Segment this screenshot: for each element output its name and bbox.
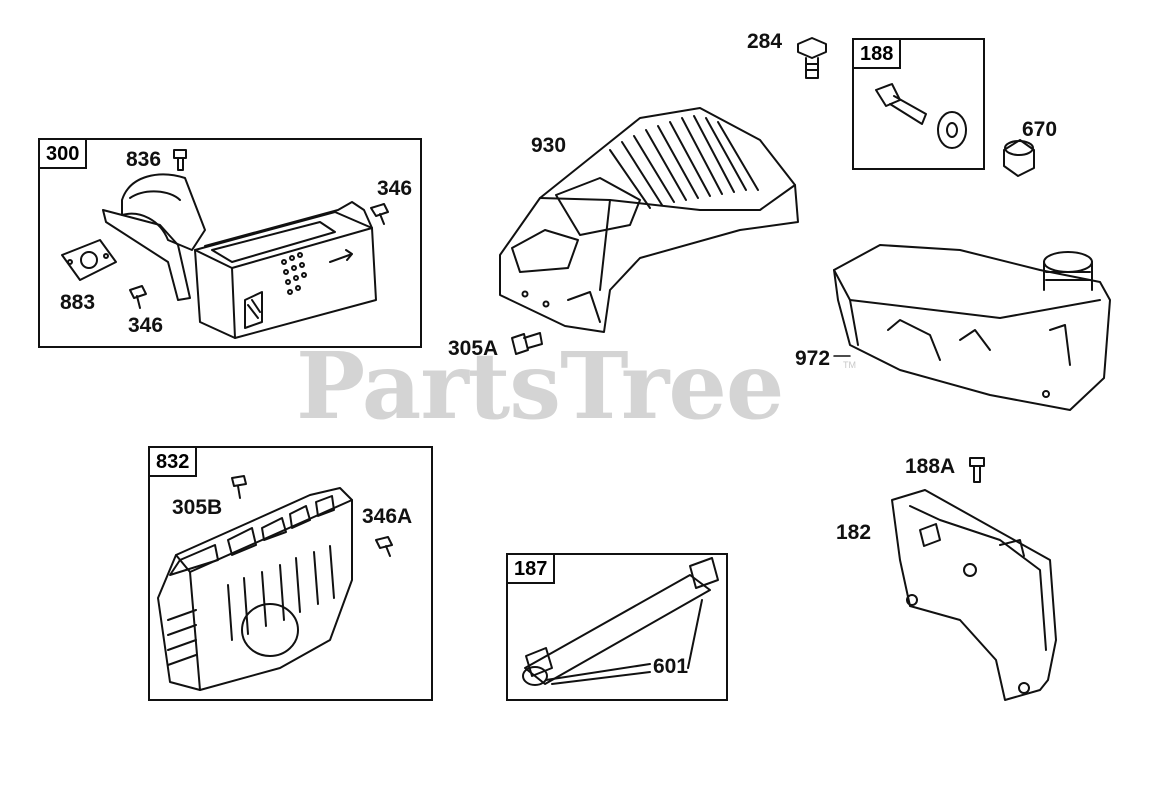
group-box-188: 188 [852, 38, 985, 170]
group-box-187: 187 [506, 553, 728, 701]
muffler-assembly-icon[interactable] [102, 173, 377, 339]
hose-clamp-icon[interactable] [525, 557, 719, 677]
part-label-836[interactable]: 836 [126, 148, 162, 171]
part-label-182[interactable]: 182 [836, 521, 872, 544]
tank-bracket-icon[interactable] [891, 489, 1057, 701]
group-box-300: 300 [38, 138, 422, 348]
muffler-guard-icon[interactable] [157, 487, 353, 691]
watermark: PartsTree [296, 332, 784, 440]
part-label-284[interactable]: 284 [747, 30, 783, 53]
shoulder-bolt-icon[interactable] [875, 83, 927, 125]
washer-icon[interactable] [937, 111, 967, 149]
part-label-930[interactable]: 930 [531, 134, 567, 157]
spacer-icon[interactable] [1003, 139, 1035, 177]
part-label-188A[interactable]: 188A [905, 455, 956, 478]
group-id-188[interactable]: 188 [854, 40, 902, 69]
part-label-346A[interactable]: 346A [362, 505, 413, 528]
part-label-305B[interactable]: 305B [172, 496, 223, 519]
group-box-832: 832 [148, 446, 433, 701]
part-label-972[interactable]: 972 [795, 347, 831, 370]
group-id-300[interactable]: 300 [40, 140, 88, 169]
part-label-305A[interactable]: 305A [448, 337, 499, 360]
watermark-trademark: TM [843, 360, 856, 370]
part-label-346-top[interactable]: 346 [377, 177, 413, 200]
group-id-832[interactable]: 832 [150, 448, 198, 477]
part-label-670[interactable]: 670 [1022, 118, 1058, 141]
fuel-line-icon[interactable] [522, 574, 711, 686]
fuel-tank-icon[interactable] [833, 244, 1111, 411]
part-label-883[interactable]: 883 [60, 291, 96, 314]
bolt-icon[interactable] [797, 37, 827, 79]
part-label-346-bottom[interactable]: 346 [128, 314, 164, 337]
gasket-icon[interactable] [61, 239, 117, 281]
blower-housing-icon[interactable] [499, 107, 799, 333]
screw-icon[interactable] [511, 332, 543, 355]
part-label-601[interactable]: 601 [653, 655, 689, 678]
bolt-icon[interactable] [129, 149, 985, 557]
group-id-187[interactable]: 187 [508, 555, 556, 584]
